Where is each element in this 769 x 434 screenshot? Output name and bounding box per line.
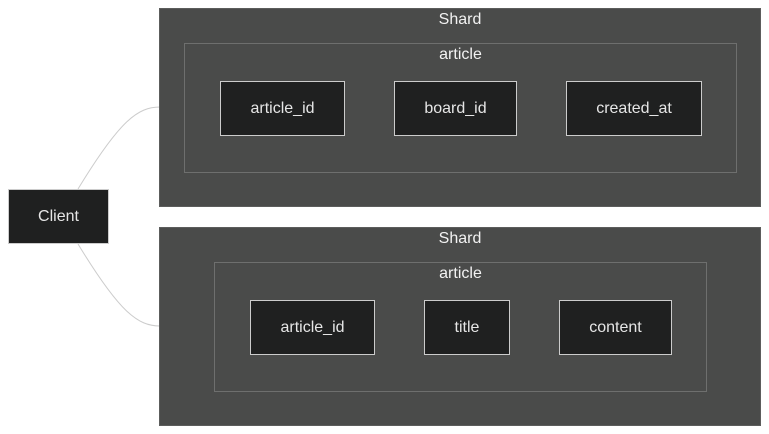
client-node[interactable]: Client [8,189,109,244]
shard-1-field-article-id[interactable]: article_id [220,81,345,136]
shard-1-title: Shard [438,11,482,28]
field-label: created_at [596,99,672,117]
shard-2-article-table: article article_id title content [214,262,707,392]
field-label: board_id [424,99,487,117]
shard-2-field-article-id[interactable]: article_id [250,300,375,355]
field-label: content [589,318,642,336]
shard-1-field-created-at[interactable]: created_at [566,81,702,136]
shard-1: Shard article article_id board_id create… [159,8,761,207]
shard-2-title: Shard [438,230,482,247]
shard-1-article-table: article article_id board_id created_at [184,43,737,173]
shard-2-field-title[interactable]: title [424,300,510,355]
shard-2: Shard article article_id title content [159,227,761,426]
shard-2-field-content[interactable]: content [559,300,672,355]
shard-1-table-title: article [439,46,482,63]
shard-1-field-board-id[interactable]: board_id [394,81,517,136]
field-label: article_id [280,318,345,336]
shard-2-table-title: article [439,265,482,282]
field-label: title [454,318,480,336]
client-label: Client [38,207,79,225]
field-label: article_id [250,99,315,117]
